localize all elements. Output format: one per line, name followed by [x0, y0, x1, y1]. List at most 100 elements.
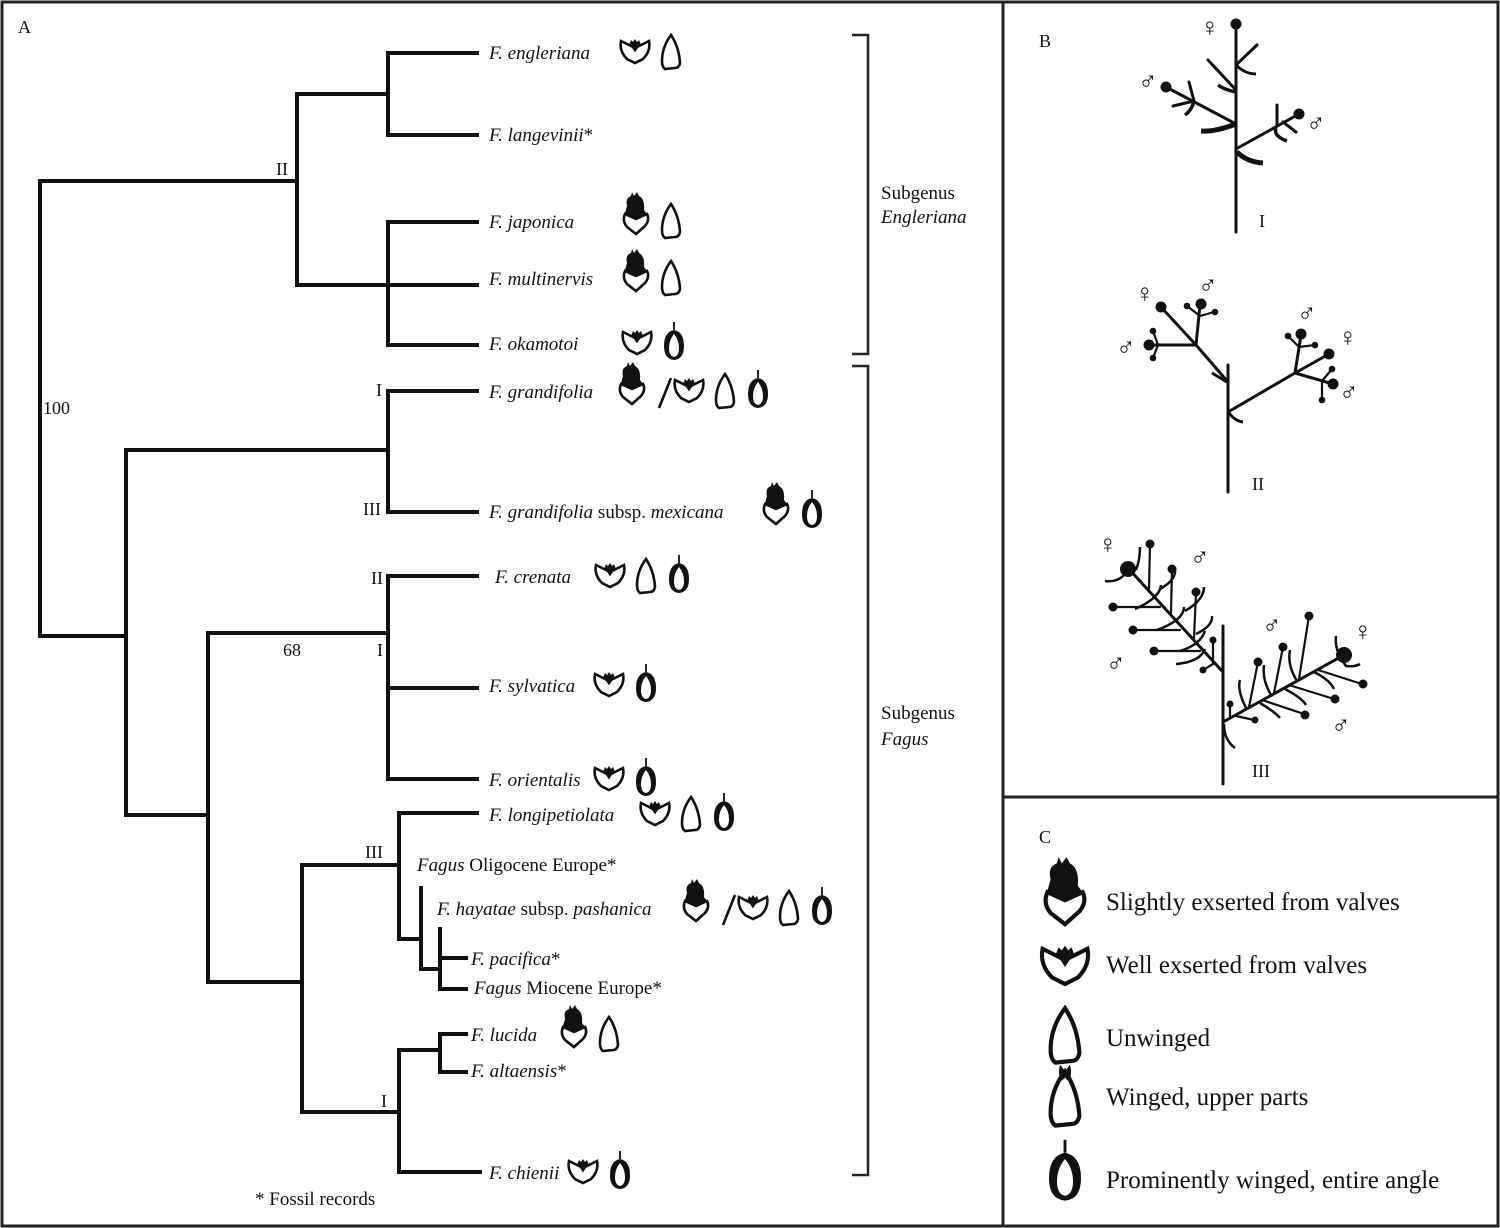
taxon-label-lucida: F. lucida — [470, 1025, 537, 1046]
branch-engleriana-langevinii — [386, 51, 479, 137]
male-symbol: ♂ — [1339, 378, 1359, 407]
node-label-grandifolia: I — [376, 380, 382, 400]
male-symbol: ♂ — [1297, 299, 1317, 328]
taxon-label-sylvatica: F. sylvatica — [488, 676, 575, 697]
fruit-well-icon — [593, 764, 625, 792]
phylogenetic-tree — [38, 51, 482, 1174]
inflorescence-type-ii: ♀ ♂ ♂ ♂ ♀ ♂ II — [1116, 271, 1359, 494]
fruit-slightly-icon — [622, 247, 650, 293]
taxon-label-altaensis: F. altaensis* — [470, 1061, 567, 1082]
legend-label: Winged, upper parts — [1106, 1084, 1308, 1111]
male-symbol: ♂ — [1190, 543, 1210, 572]
legend-item-well: Well exserted from valves — [1042, 946, 1367, 984]
fruit-unwinged-icon — [778, 889, 800, 927]
female-symbol: ♀ — [1353, 617, 1373, 646]
node-label-longipetiolata-clade: III — [365, 842, 383, 862]
panel-a-letter: A — [18, 17, 31, 37]
branch-fagus — [124, 448, 390, 817]
taxon-label-chienii: F. chienii — [488, 1163, 559, 1184]
legend-item-unwinged: Unwinged — [1051, 1008, 1211, 1062]
male-symbol: ♂ — [1138, 67, 1158, 96]
taxon-label-grandifolia: F. grandifolia — [488, 382, 593, 403]
fruit-prominent-icon — [811, 886, 833, 926]
node-labels: II 100 I III II 68 I III I — [43, 159, 387, 1111]
fruit-well-icon — [621, 328, 653, 356]
branch-pacifica — [419, 927, 468, 991]
taxon-label-crenata: F. crenata — [494, 567, 571, 588]
taxon-label-okamotoi: F. okamotoi — [488, 334, 578, 355]
fruit-well-icon — [639, 799, 671, 827]
legend-prominent-icon — [1047, 1138, 1083, 1203]
node-label-crenata: II — [371, 568, 383, 588]
legend-unwinged-icon — [1051, 1008, 1080, 1062]
fruit-prominent-icon — [668, 554, 690, 594]
branch-lucida-clade — [397, 1048, 482, 1174]
fruit-well-icon — [567, 1157, 599, 1185]
fruit-well-icon — [673, 376, 705, 404]
fruit-prominent-icon — [713, 792, 735, 832]
branch-lucida-altaensis — [438, 1032, 468, 1074]
branch-asian-clade — [300, 863, 401, 1114]
female-symbol: ♀ — [1338, 323, 1358, 352]
subgenus-engleriana-line2: Engleriana — [880, 207, 967, 228]
inflorescence-type-iii: ♀ ♂ ♂ ♂ ♀ ♂ III — [1098, 530, 1373, 786]
subgenus-engleriana-line1: Subgenus — [881, 183, 955, 204]
panel-c-letter: C — [1039, 827, 1051, 847]
legend-well-icon — [1042, 946, 1088, 984]
taxon-label-longipetiolata: F. longipetiolata — [488, 805, 614, 826]
node-label-mexicana: III — [363, 499, 381, 519]
female-symbol: ♀ — [1135, 279, 1155, 308]
fruit-prominent-icon — [747, 369, 769, 409]
inflorescence-label-i: I — [1259, 211, 1265, 231]
legend-label: Slightly exserted from valves — [1106, 889, 1400, 916]
branch-hayatae — [397, 886, 423, 971]
taxon-label-pashanica: F. hayatae subsp. pashanica — [436, 899, 651, 920]
fruit-unwinged-icon — [660, 202, 682, 240]
branch-japonica-clade — [386, 220, 479, 347]
inflorescence-type-i: ♀ ♂ ♂ I — [1138, 13, 1326, 234]
male-symbol: ♂ — [1106, 649, 1126, 678]
fruit-prominent-icon — [635, 663, 657, 703]
subgenus-fagus-line1: Subgenus — [881, 703, 955, 724]
taxon-label-mexicana: F. grandifolia subsp. mexicana — [488, 502, 724, 523]
fruit-well-icon — [593, 670, 625, 698]
node-label-sylvatica-clade: I — [377, 640, 383, 660]
fruit-unwinged-icon — [714, 372, 736, 410]
flower-dot — [1230, 18, 1242, 30]
support-value-root: 100 — [43, 398, 70, 418]
fruit-slightly-icon — [682, 877, 710, 923]
taxon-label-oligocene: Fagus Oligocene Europe* — [416, 855, 616, 876]
fruit-unwinged-icon — [660, 33, 682, 71]
legend-item-upper: Winged, upper parts — [1051, 1065, 1308, 1126]
taxon-label-japonica: F. japonica — [488, 212, 574, 233]
bracket-engleriana — [852, 33, 870, 356]
male-symbol: ♂ — [1306, 109, 1326, 138]
node-label-lucida-clade: I — [381, 1091, 387, 1111]
fruit-prominent-icon — [663, 321, 685, 361]
panel-b-inflorescence: B ♀ ♂ ♂ I — [1039, 13, 1373, 786]
fruit-unwinged-icon — [680, 795, 702, 833]
female-symbol: ♀ — [1098, 530, 1118, 559]
legend-item-prominent: Prominently winged, entire angle — [1047, 1138, 1439, 1203]
legend-upper-icon — [1051, 1065, 1080, 1126]
branch-grandifolia — [386, 389, 479, 514]
fruit-unwinged-icon — [598, 1015, 620, 1053]
male-symbol: ♂ — [1262, 611, 1282, 640]
fruit-prominent-icon — [801, 489, 823, 529]
fruit-well-icon — [594, 561, 626, 589]
fruit-unwinged-icon — [660, 259, 682, 297]
fossil-footnote: * Fossil records — [255, 1189, 375, 1210]
bracket-fagus — [852, 364, 870, 1177]
inflorescence-label-ii: II — [1252, 474, 1264, 494]
fruit-slightly-icon — [622, 190, 650, 236]
subgenus-fagus-line2: Fagus — [880, 729, 929, 750]
fruit-prominent-icon — [609, 1150, 631, 1190]
taxon-label-miocene: Fagus Miocene Europe* — [473, 978, 662, 999]
taxon-label-langevinii: F. langevinii* — [488, 125, 593, 146]
branch-fagus-inner — [206, 631, 390, 984]
